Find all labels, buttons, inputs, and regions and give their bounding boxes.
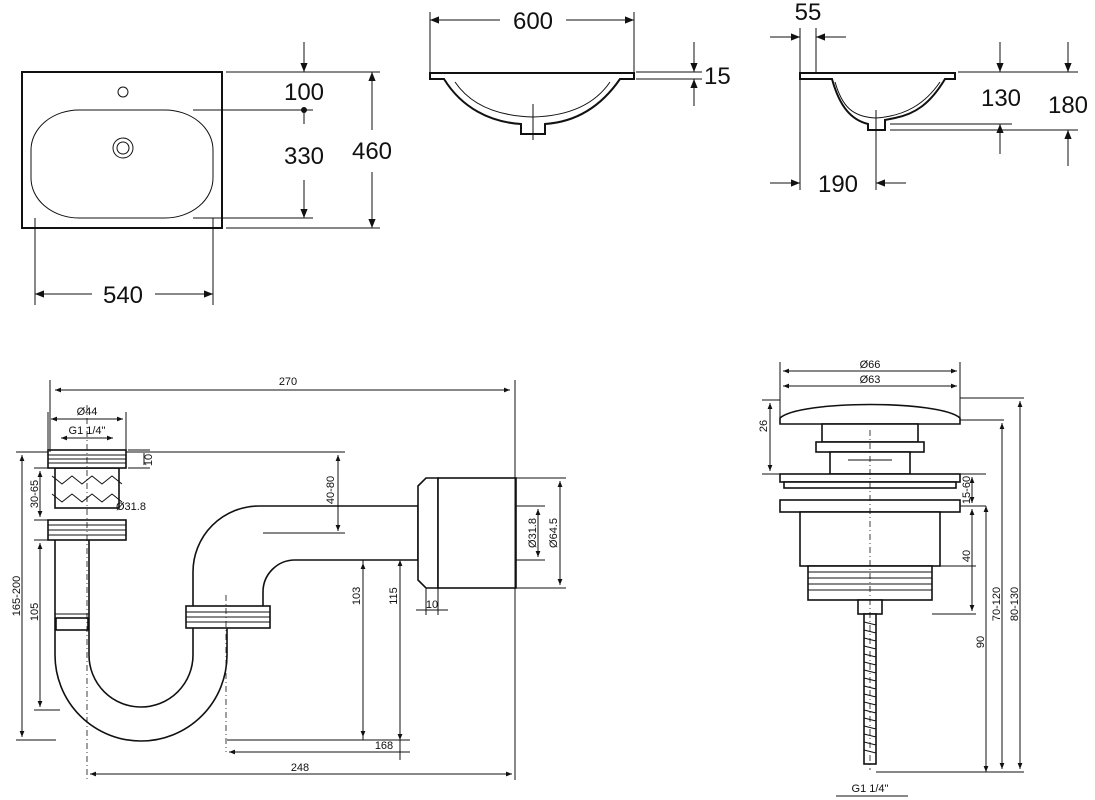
dim-bowl: 330 (284, 143, 324, 170)
dim-adjust: 30-65 (29, 480, 41, 508)
siphon-trap (54, 529, 228, 742)
dim-adjust: 15-60 (961, 476, 973, 504)
dim-thread: G1 1/4" (69, 425, 106, 437)
dim-range-1: 70-120 (991, 587, 1003, 621)
dim-depth: 460 (352, 138, 392, 165)
dim-cap-diameter: Ø66 (860, 359, 881, 371)
dim-wall-adjust: 40-80 (325, 476, 337, 504)
dim-waste: 190 (818, 171, 858, 198)
dim-cap-height: 26 (758, 420, 770, 432)
dim-rod: 90 (975, 636, 987, 648)
drain-hole-inner (116, 141, 130, 155)
dim-tube-diameter: Ø31.8 (116, 501, 146, 513)
dim-length: 270 (279, 376, 297, 388)
dim-115: 115 (388, 587, 400, 605)
dim-105: 105 (29, 603, 41, 621)
tap-hole (117, 86, 129, 98)
dim-bowl-depth: 130 (981, 85, 1021, 112)
dim-total-height: 165-200 (11, 576, 23, 616)
basin-side-view: 55 190 130 180 (770, 0, 1088, 198)
basin-front-view: 600 15 (429, 8, 731, 140)
siphon-drawing: 270 Ø44 G1 1/4" 10 30-65 Ø31.8 40-80 Ø31… (11, 376, 566, 780)
basin-side-profile (799, 72, 956, 131)
wall-sleeve (437, 477, 517, 589)
dim-tap-offset: 100 (284, 79, 324, 106)
basin-plan-view: 100 330 460 540 (21, 42, 392, 309)
basin-front-profile (429, 72, 635, 135)
siphon-elbow (192, 505, 419, 609)
dim-range-2: 80-130 (1009, 587, 1021, 621)
dim-rim-offset: 55 (795, 0, 822, 26)
valve-cap (779, 403, 961, 425)
drain-hole-outer (112, 137, 134, 159)
dim-103: 103 (351, 587, 363, 605)
bowl-outline (30, 109, 214, 219)
waste-valve-drawing: Ø66 Ø63 26 15-60 40 70-120 80-130 90 G (758, 359, 1024, 797)
dim-width: 540 (103, 282, 143, 309)
dim-thread-length: 40 (961, 550, 973, 562)
dim-total-depth: 180 (1048, 92, 1088, 119)
dim-168: 168 (375, 740, 393, 752)
dim-248: 248 (291, 762, 309, 774)
dim-thread: G1 1/4" (852, 783, 889, 795)
wall-flange (417, 477, 439, 589)
dim-flange-diameter: Ø64.5 (548, 518, 560, 548)
dim-top: 10 (143, 454, 155, 466)
dim-rim: 15 (704, 63, 731, 90)
dim-width: 600 (513, 8, 553, 35)
dim-body-diameter: Ø63 (860, 374, 881, 386)
basin-outline (21, 71, 223, 229)
dim-pipe-diameter: Ø31.8 (527, 518, 539, 548)
dim-flange-thickness: 10 (426, 599, 438, 611)
dim-inlet-diameter: Ø44 (77, 406, 98, 418)
